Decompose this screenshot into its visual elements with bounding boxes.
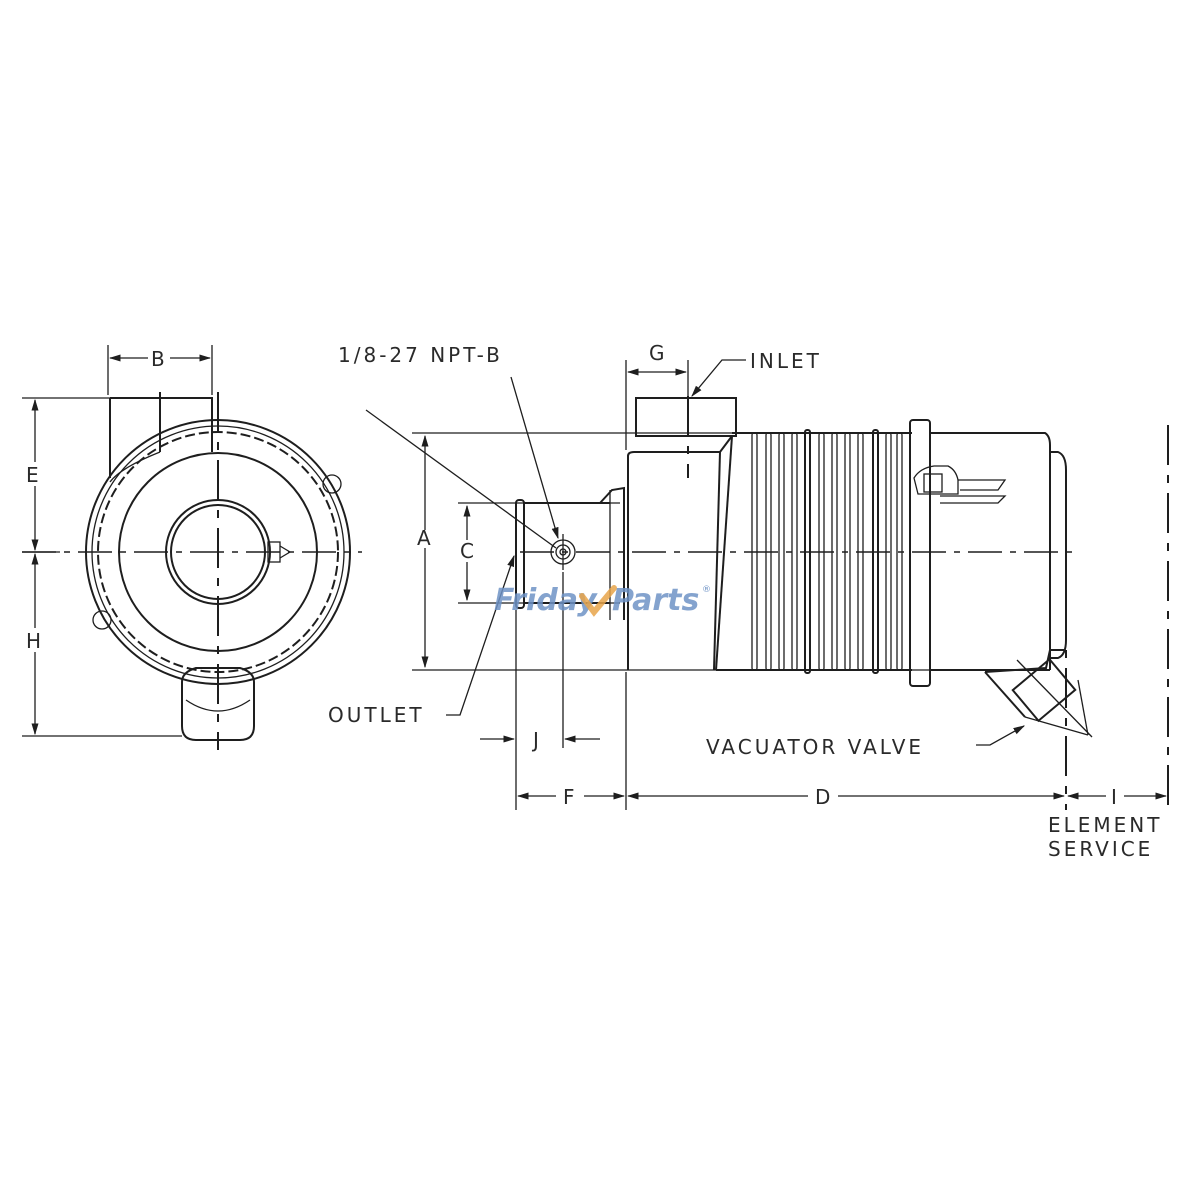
watermark-text-right: Parts xyxy=(612,583,699,618)
watermark-check-icon xyxy=(579,585,617,617)
callouts: 1/8-27 NPT-B INLET OUTLET VACUATOR VALVE… xyxy=(328,343,1163,861)
dim-label-i: I xyxy=(1111,785,1117,809)
dim-label-d: D xyxy=(815,785,830,809)
dim-label-e: E xyxy=(26,463,39,487)
dim-label-b: B xyxy=(151,347,165,371)
watermark-text-left: Friday xyxy=(494,583,598,618)
watermark-registered-mark: ® xyxy=(702,585,711,595)
end-view: B E H xyxy=(22,345,362,750)
dim-label-f: F xyxy=(563,785,575,809)
dim-label-c: C xyxy=(460,539,474,563)
element-service-label-line1: ELEMENT xyxy=(1048,813,1163,837)
fridayparts-watermark: Friday Parts ® xyxy=(494,583,711,618)
dim-label-a: A xyxy=(417,526,431,550)
dim-label-g: G xyxy=(649,341,665,365)
dim-label-j: J xyxy=(531,728,539,752)
latch-clip xyxy=(913,465,1007,504)
vacuator-valve-label: VACUATOR VALVE xyxy=(706,735,924,759)
outlet-label: OUTLET xyxy=(328,703,425,727)
element-service-label-line2: SERVICE xyxy=(1048,837,1153,861)
side-view: A C G xyxy=(412,341,1169,810)
inlet-label: INLET xyxy=(750,349,822,373)
vacuator-valve xyxy=(984,649,1093,738)
npt-port-label: 1/8-27 NPT-B xyxy=(338,343,503,367)
dim-label-h: H xyxy=(26,629,41,653)
